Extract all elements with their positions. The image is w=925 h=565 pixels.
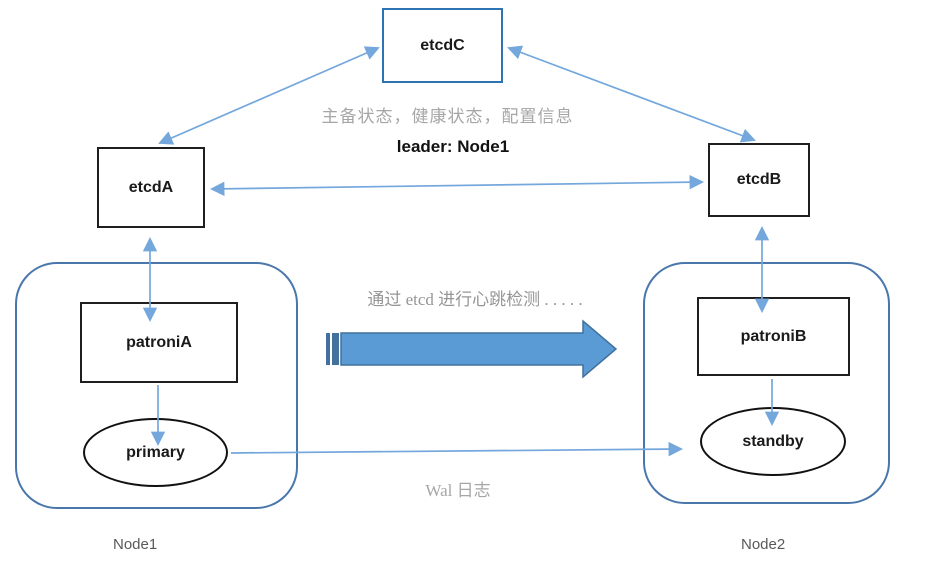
etcd-a-box: etcdA [97, 147, 205, 228]
patroni-a-box: patroniA [80, 302, 238, 383]
heartbeat-block-arrow [326, 319, 618, 379]
primary-label: primary [126, 443, 185, 461]
etcd-a-label: etcdA [128, 178, 174, 196]
arrow-etcda-etcdb [209, 174, 705, 197]
heartbeat-label: 通过 etcd 进行心跳检测 . . . . . [367, 290, 583, 309]
etcd-c-label: etcdC [420, 36, 465, 54]
arrow-etcda-etcdc [158, 46, 380, 145]
standby-label: standby [742, 432, 804, 450]
patroni-a-label: patroniA [126, 333, 192, 351]
etcd-c-box: etcdC [382, 8, 503, 83]
patroni-b-label: patroniB [740, 327, 807, 345]
etcd-status-label: 主备状态，健康状态，配置信息 [321, 107, 574, 126]
etcd-b-label: etcdB [736, 171, 782, 188]
node1-label: Node1 [113, 536, 158, 553]
etcd-b-box: etcdB [708, 143, 810, 217]
standby-ellipse: standby [700, 407, 846, 476]
leader-label: leader: Node1 [396, 137, 510, 156]
wal-log-label: Wal 日志 [425, 481, 491, 500]
patroni-b-box: patroniB [697, 297, 850, 376]
primary-ellipse: primary [83, 418, 228, 487]
node2-label: Node2 [741, 536, 786, 553]
arrow-wal-primary-standby [230, 441, 684, 457]
